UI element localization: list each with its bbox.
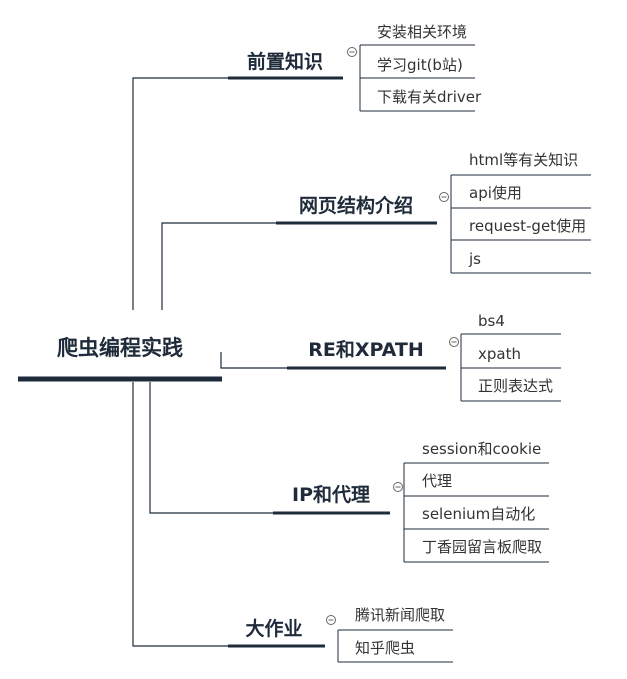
leaf-node[interactable]: selenium自动化 xyxy=(404,505,549,530)
branch-node[interactable]: 网页结构介绍 html等有关知识 api使用 request-get使用 js xyxy=(161,151,591,310)
leaf-label: bs4 xyxy=(478,312,505,330)
branch-connector xyxy=(149,382,273,514)
branch-label: RE和XPATH xyxy=(308,338,424,361)
branch-label: 前置知识 xyxy=(247,50,323,73)
leaf-node[interactable]: 代理 xyxy=(404,472,549,497)
leaf-label: html等有关知识 xyxy=(469,151,578,169)
leaf-node[interactable]: 知乎爬虫 xyxy=(338,639,453,663)
leaf-label: selenium自动化 xyxy=(422,505,535,523)
branch-connector xyxy=(132,77,228,310)
leaf-node[interactable]: 下载有关driver xyxy=(360,88,482,112)
collapse-toggle-icon[interactable] xyxy=(449,337,459,347)
leaf-label: 丁香园留言板爬取 xyxy=(422,538,542,556)
leaf-label: api使用 xyxy=(469,184,522,202)
branch-connector xyxy=(220,352,287,369)
leaf-label: 代理 xyxy=(422,472,452,490)
leaf-node[interactable]: 学习git(b站) xyxy=(360,56,475,79)
root-node[interactable]: 爬虫编程实践 xyxy=(18,336,222,382)
branch-connector xyxy=(132,382,228,647)
leaf-label: xpath xyxy=(478,345,521,363)
leaf-node[interactable]: xpath xyxy=(461,345,561,369)
branch-node[interactable]: RE和XPATH bs4 xpath 正则表达式 xyxy=(220,312,561,402)
leaf-label: 学习git(b站) xyxy=(377,56,463,74)
leaf-label: 正则表达式 xyxy=(478,377,553,395)
leaf-node[interactable]: 正则表达式 xyxy=(461,377,561,402)
collapse-toggle-icon[interactable] xyxy=(439,192,449,202)
leaf-node[interactable]: bs4 xyxy=(461,312,561,335)
collapse-toggle-icon[interactable] xyxy=(393,482,403,492)
collapse-toggle-icon[interactable] xyxy=(347,47,357,57)
leaf-label: js xyxy=(468,250,481,268)
leaf-label: session和cookie xyxy=(422,440,541,458)
leaf-node[interactable]: api使用 xyxy=(451,184,591,209)
leaf-node[interactable]: 腾讯新闻爬取 xyxy=(338,606,453,631)
leaf-label: 知乎爬虫 xyxy=(355,639,415,657)
leaf-node[interactable]: session和cookie xyxy=(404,440,549,464)
leaf-node[interactable]: js xyxy=(451,250,591,274)
leaf-label: 安装相关环境 xyxy=(377,23,467,41)
leaf-label: 下载有关driver xyxy=(377,88,482,106)
leaf-node[interactable]: request-get使用 xyxy=(451,217,591,241)
branch-label: 大作业 xyxy=(245,617,302,640)
branch-label: 网页结构介绍 xyxy=(299,194,413,217)
leaf-label: request-get使用 xyxy=(469,217,586,235)
branch-connector xyxy=(161,222,276,310)
leaf-label: 腾讯新闻爬取 xyxy=(355,606,445,624)
root-label: 爬虫编程实践 xyxy=(57,336,183,360)
leaf-node[interactable]: html等有关知识 xyxy=(451,151,591,176)
collapse-toggle-icon[interactable] xyxy=(326,615,336,625)
leaf-node[interactable]: 安装相关环境 xyxy=(360,23,475,46)
branch-label: IP和代理 xyxy=(292,483,370,506)
leaf-node[interactable]: 丁香园留言板爬取 xyxy=(404,538,549,563)
